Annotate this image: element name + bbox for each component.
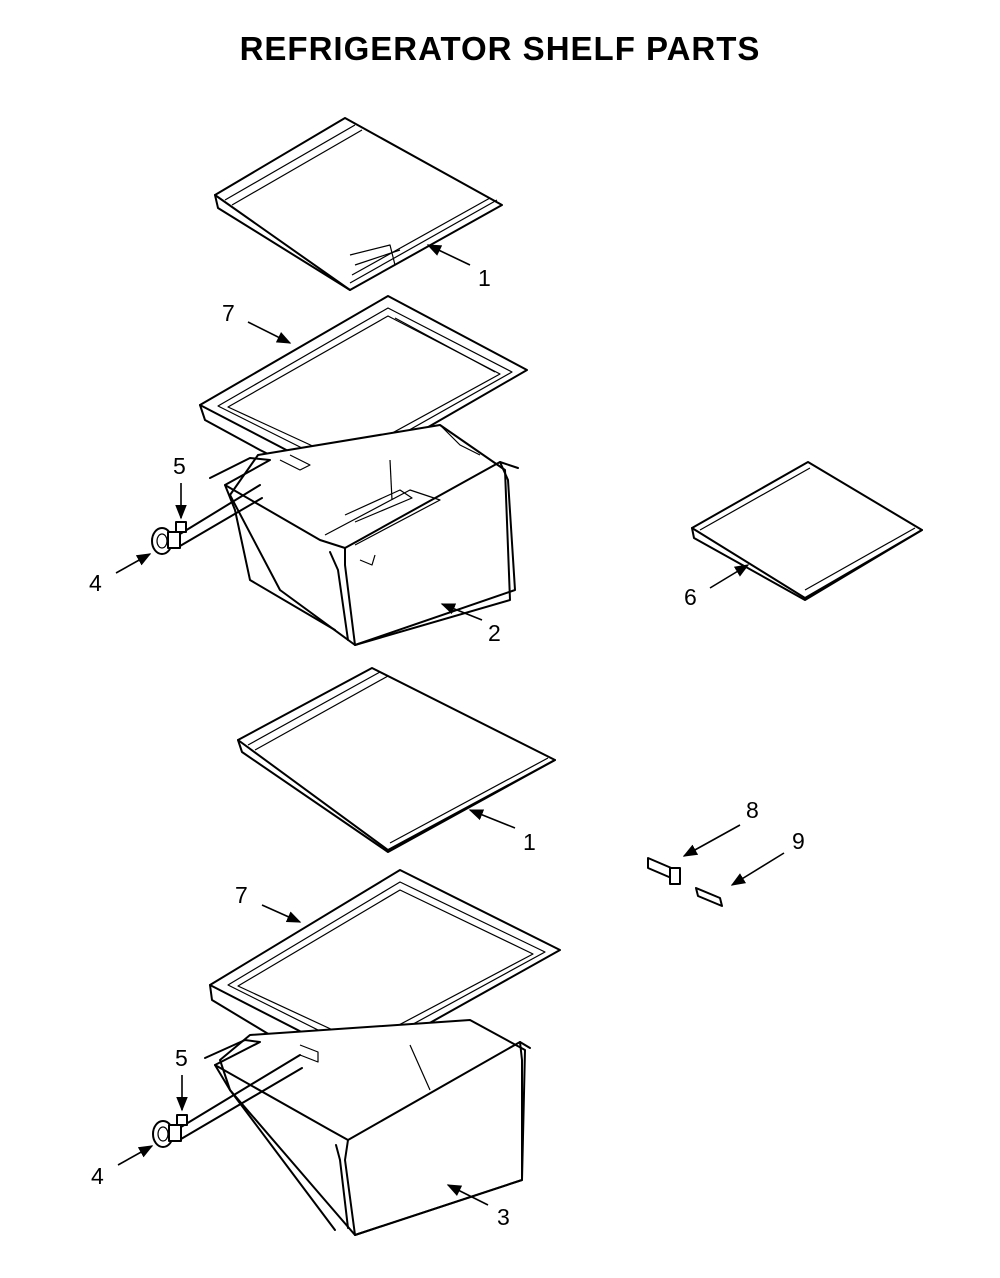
- glass-shelf-bottom: [237, 667, 556, 853]
- drawer-clip-bottom: [176, 1114, 188, 1126]
- drawer-knob-top: [151, 484, 263, 555]
- callout-5-top: 5: [173, 453, 186, 479]
- callout-9: 9: [792, 828, 805, 854]
- leader-3-bottom: [446, 1184, 489, 1206]
- callout-8: 8: [746, 797, 759, 823]
- leader-1-bottom: [468, 809, 516, 829]
- page-title: REFRIGERATOR SHELF PARTS: [239, 30, 761, 67]
- leader-7-bottom: [261, 904, 302, 923]
- callout-1-top: 1: [478, 265, 491, 291]
- leader-8: [682, 824, 741, 857]
- crisper-drawer-bottom: [204, 1019, 531, 1236]
- callout-1-bottom: 1: [523, 829, 536, 855]
- callout-5-bottom: 5: [175, 1045, 188, 1071]
- callout-7-bottom: 7: [235, 882, 248, 908]
- drawer-knob-bottom: [152, 1054, 303, 1148]
- callout-7-top: 7: [222, 300, 235, 326]
- leader-9: [730, 852, 785, 886]
- part-9-pin: [695, 887, 723, 907]
- leader-4-bottom: [117, 1145, 154, 1166]
- leader-4-top: [115, 553, 152, 574]
- callout-4-top: 4: [89, 570, 102, 596]
- callout-4-bottom: 4: [91, 1163, 104, 1189]
- crisper-drawer-top: [209, 424, 519, 646]
- drawer-clip-top: [175, 521, 187, 533]
- callout-3-bottom: 3: [497, 1204, 510, 1230]
- leader-1-top: [426, 244, 471, 266]
- leader-2-top: [440, 603, 483, 621]
- part-8-bracket: [647, 857, 681, 885]
- small-glass-shelf: [691, 461, 923, 601]
- glass-shelf-top: [214, 117, 503, 291]
- leader-7-top: [247, 321, 292, 344]
- callout-6: 6: [684, 584, 697, 610]
- leader-6: [709, 564, 750, 589]
- callout-2-top: 2: [488, 620, 501, 646]
